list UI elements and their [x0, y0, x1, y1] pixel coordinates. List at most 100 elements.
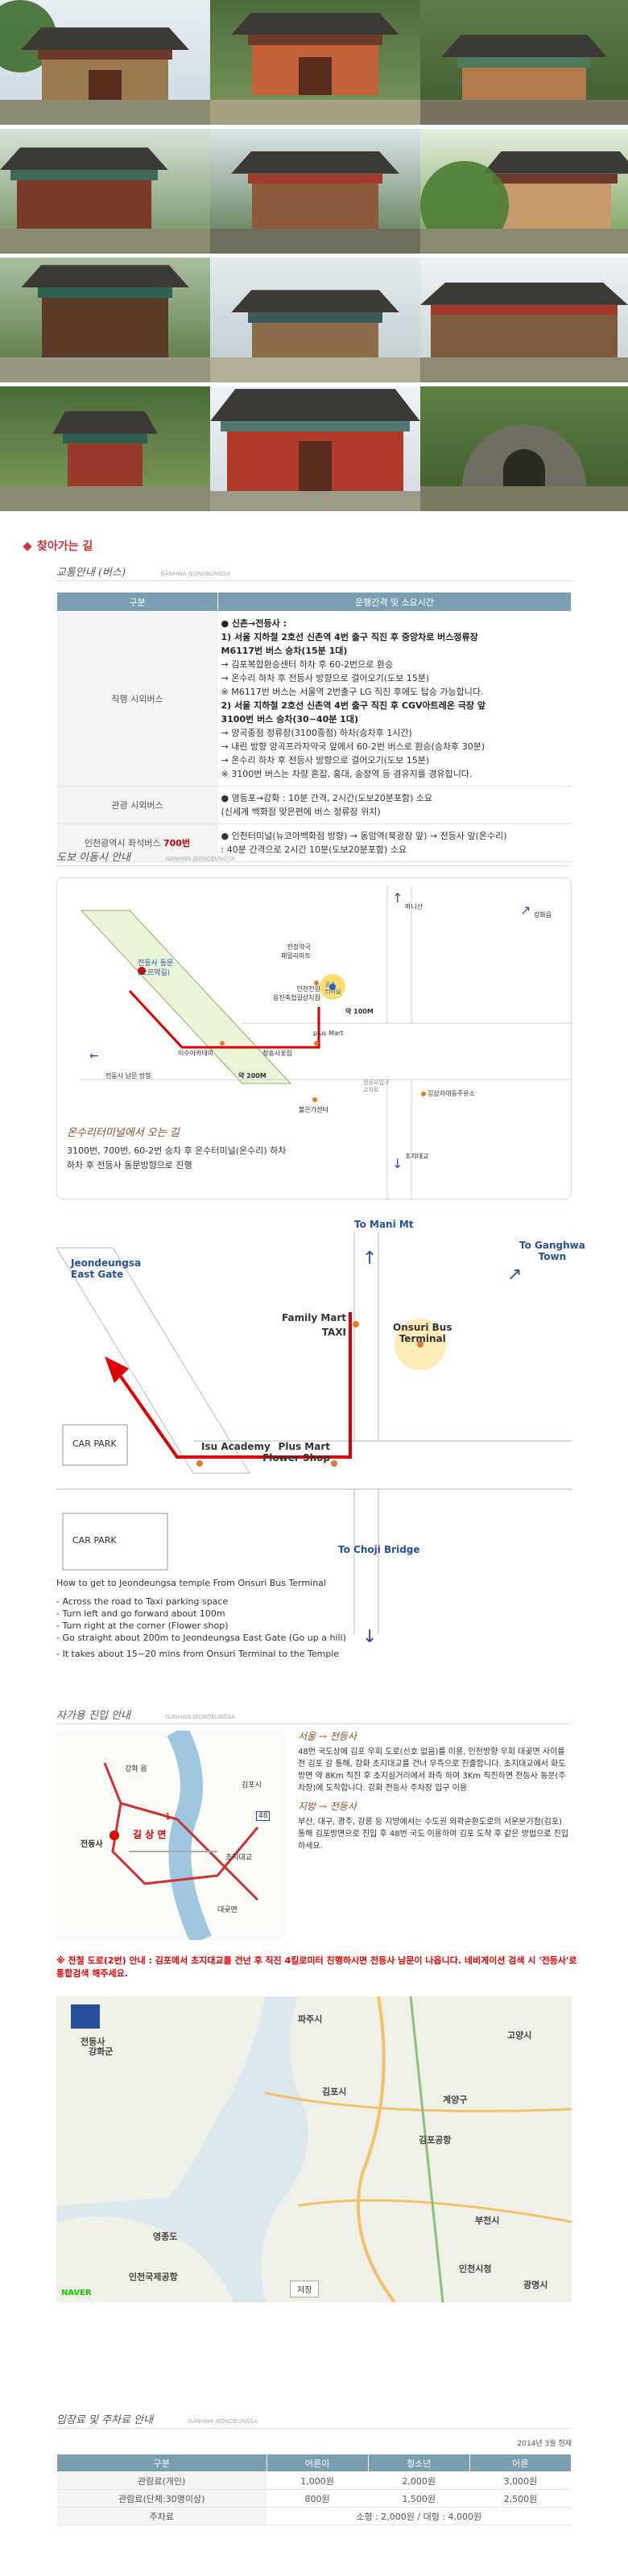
svg-text:↓: ↓: [362, 1627, 377, 1647]
svg-text:↑: ↑: [392, 890, 403, 906]
section-title: 찾아가는 길: [23, 538, 93, 554]
route-seoul-text: 48번 국도상에 김포 우회 도로(신호 없음)를 이용, 인천방향 우회 대곶…: [298, 1748, 566, 1793]
car-park-label: CAR PARK: [72, 1439, 117, 1449]
svg-text:↗: ↗: [507, 1265, 522, 1285]
map-place-label: 파주시: [298, 2014, 323, 2025]
travel-time-note: - It takes about 15~20 mins from Onsuri …: [56, 1649, 340, 1659]
south-gate-direction-label: 전등사 남문 방향: [105, 1072, 151, 1080]
row-body: ● 신촌→전등사 : 1) 서울 지하철 2호선 신촌역 4번 출구 직진 후 중…: [217, 611, 572, 786]
temple-photo: [210, 386, 420, 511]
walk-caption-line1: 3100번, 700번, 60-2번 승차 후 온수터미널(온수리) 하차: [67, 1146, 287, 1156]
map-place-label: 고양시: [507, 2030, 532, 2041]
family-mart-label: Family Mart: [282, 1312, 347, 1323]
plus-mart-label: plus Mart: [313, 1030, 344, 1037]
taxi-label: TAXI: [321, 1327, 346, 1338]
fees-header: 입장료 및 주차료 안내 GANHWA JEONDEUNGSA: [56, 2411, 572, 2429]
col-header: 어른이: [266, 2454, 369, 2472]
svg-text:←: ←: [89, 1050, 99, 1063]
info-line: ● 인천터미널(뉴코아백화점 방향) → 동암역(북광장 앞) → 전등사 앞(…: [221, 831, 507, 841]
walking-map-english: ↑ ↗ ↓ To Mani Mt To Ganghwa Town Jeondeu…: [55, 1208, 585, 1659]
car-info-header: 자가용 진입 안내 GANHWA JEONDEUNGSA: [56, 1707, 572, 1724]
info-line: ● 신촌→전등사 :: [221, 618, 287, 629]
fees-table: 구분 어른이 청소년 어른 관람료(개인) 1,000원 2,000원 3,00…: [56, 2454, 572, 2525]
bus-info-table: 구분 운행간격 및 소요시간 직행 시외버스● 신촌→전등사 :1) 서울 지하…: [56, 592, 572, 862]
info-line: → 김포복합환승센터 하차 후 60-2번으로 환승: [221, 659, 394, 670]
directions-list: - Across the road to Taxi parking space-…: [56, 1596, 346, 1644]
walk-caption-line2: 하차 후 전등사 동문방향으로 진행: [67, 1160, 192, 1170]
naver-map-svg: [56, 1996, 572, 2302]
temple-photo: [420, 386, 628, 511]
info-line: (신세계 백화점 맞은편에 버스 정류장 위치): [221, 807, 381, 817]
svg-text:↗: ↗: [520, 902, 531, 918]
walking-map-korean: ↑ ↓ ↗ ← 전등사 동문 (오르막길) 전정약국 패밀리마트 인천전원 옹진…: [56, 877, 572, 1200]
intersection-label: 전등사입구 교차로: [363, 1080, 390, 1093]
table-cell: 1,000원: [266, 2471, 369, 2490]
table-row: 관람료(단체:30명이상) 800원 1,500원 2,500원: [56, 2489, 572, 2508]
naver-logo: NAVER: [61, 2289, 92, 2297]
table-row: 관광 시외버스● 영등포→강화 : 10분 간격, 2시간(도보20분포함) 소…: [56, 786, 572, 824]
svg-text:↑: ↑: [362, 1249, 377, 1269]
row-label: 관광 시외버스: [56, 786, 218, 824]
car-park-label: CAR PARK: [72, 1535, 117, 1546]
info-line: 3100번 버스 승차(30~40분 1대): [221, 714, 358, 724]
temple-photo: [0, 0, 210, 125]
col-header: 구분: [56, 2454, 267, 2472]
save-map-button[interactable]: 저장: [290, 2281, 320, 2297]
row-body: ● 영등포→강화 : 10분 간격, 2시간(도보20분포함) 소요(신세계 백…: [217, 786, 572, 824]
car-info-heading: 자가용 진입 안내: [56, 1710, 130, 1722]
table-cell: 1,500원: [368, 2489, 470, 2508]
route-1-marker: 1: [165, 1811, 171, 1822]
temple-photo: [0, 129, 210, 254]
route-48-badge: 48: [256, 1811, 271, 1821]
table-header-row: 구분 운행간격 및 소요시간: [56, 592, 572, 612]
fees-tiny: GANHWA JEONDEUNGSA: [188, 2418, 258, 2425]
bus-number-highlight: 700번: [163, 838, 191, 848]
photo-gallery: [0, 0, 628, 511]
info-line: ※ 3100번 버스는 차량 혼잡, 홍대, 송정역 등 경유지를 경유합니다.: [221, 769, 473, 779]
info-line: 1) 서울 지하철 2호선 신촌역 4번 출구 직진 후 중앙차로 버스정류장: [221, 632, 478, 642]
bus-info-header: 교통안내 (버스) GANHWA JEONDEUNGSA: [56, 564, 572, 581]
route-local-text: 부산, 대구, 광주, 강릉 등 지방에서는 수도권 외곽순환도로의 서운분기점…: [298, 1818, 569, 1851]
walk-map-tiny: GANHWA JEONDEUNGSA: [165, 856, 235, 862]
temple-photo: [0, 386, 210, 511]
gimpo-label: 김포시: [242, 1781, 262, 1790]
table-cell: 3,000원: [469, 2471, 572, 2490]
choji-label: 초지대교: [405, 1153, 429, 1160]
east-gate-label-en: Jeondeungsa East Gate: [71, 1257, 142, 1280]
distance-200m-label: 약 200M: [238, 1072, 266, 1080]
info-line: ※ M6117번 버스는 서울역 2번출구 LG 직진 후에도 탑승 가능합니다…: [221, 687, 484, 697]
map-place-label: 영종도: [153, 2231, 178, 2242]
choji-bridge-label: 초지대교: [225, 1854, 253, 1862]
table-cell: 800원: [266, 2489, 369, 2508]
bus-info-heading: 교통안내 (버스): [56, 567, 126, 579]
pharmacy-label: 전정약국 패밀리마트: [281, 943, 311, 960]
map-place-label: 인천국제공항: [129, 2272, 178, 2282]
map-place-label: 부천시: [475, 2215, 500, 2226]
map-place-label: 김포공항: [419, 2135, 452, 2145]
direction-step: - Across the road to Taxi parking space: [56, 1596, 229, 1607]
col-header: 청소년: [367, 2454, 470, 2472]
to-mani-label: To Mani Mt: [354, 1219, 414, 1230]
english-map-svg: ↑ ↗ ↓: [55, 1232, 572, 1647]
row-label: 인천광역시 좌석버스 700번: [56, 824, 218, 862]
gilsang-label: 길 상 면: [133, 1829, 167, 1840]
isu-academy-label: Isu Academy: [201, 1441, 271, 1452]
info-line: : 40분 간격으로 2시간 10분(도보20분포함) 소요: [221, 844, 407, 855]
info-line: M6117번 버스 승차(15분 1대): [221, 646, 348, 656]
mani-label: 마니산: [405, 903, 423, 910]
temple-photo: [420, 0, 628, 125]
daegot-label: 대곶면: [217, 1906, 238, 1914]
temple-photo: [420, 258, 628, 382]
to-ganghwa-label: To Ganghwa Town: [519, 1240, 585, 1262]
info-line: → 내린 방향 양곡프라자약국 앞에서 60-2번 버스로 환승(승차후 30분…: [221, 741, 485, 752]
row-label-text: 인천광역시 좌석버스: [84, 838, 163, 848]
ganghwa-label: 강화읍: [534, 911, 552, 919]
table-header-row: 구분 어른이 청소년 어른: [56, 2454, 572, 2472]
table-cell: 관람료(단체:30명이상): [56, 2489, 267, 2508]
car-route-map: 전등사 길 상 면 강화 읍 초지대교 김포시 대곶면 48 1: [56, 1731, 286, 1940]
navigation-notice: ※ 전철 도로(2번) 안내 : 김포에서 초지대교를 건넌 후 직진 4킬로미…: [56, 1955, 577, 1979]
temple-photo: [210, 258, 420, 382]
table-cell: 주차료: [56, 2507, 267, 2525]
col-header: 어른: [469, 2454, 572, 2472]
